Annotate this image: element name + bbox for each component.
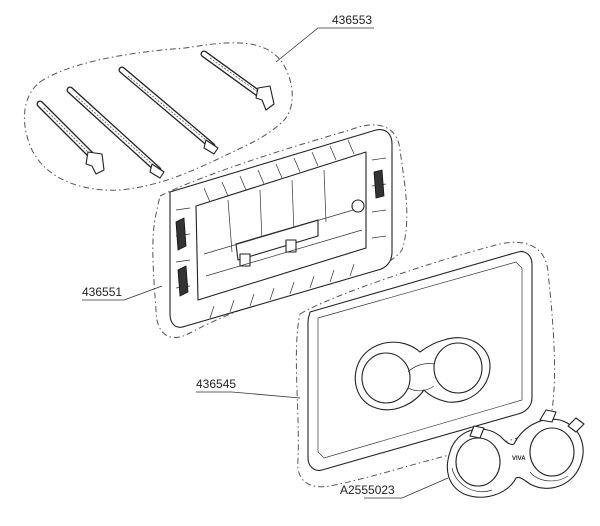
ring-group: VIVA A2555023 xyxy=(340,409,585,499)
ring-left-opening xyxy=(455,437,501,487)
frame-leader-line xyxy=(82,285,163,301)
threaded-rod-3 xyxy=(118,66,219,155)
threaded-rod-4 xyxy=(200,50,275,111)
mounting-frame-opening xyxy=(195,151,367,301)
large-flush-button xyxy=(433,342,483,394)
frame-inner-ribs xyxy=(203,169,363,277)
ring-right-opening xyxy=(529,427,575,477)
dual-flush-buttons xyxy=(354,337,491,411)
plate-group: 436545 xyxy=(196,241,556,488)
ring-leader-line xyxy=(364,477,449,499)
rods-part-number: 436553 xyxy=(332,13,372,27)
threaded-rod-1 xyxy=(36,100,105,175)
frame-group: 436551 xyxy=(82,124,408,339)
plate-part-number: 436545 xyxy=(196,377,236,391)
plate-leader-line xyxy=(196,391,301,399)
ring-part-number: A2555023 xyxy=(340,483,395,497)
flush-plate-bevel xyxy=(317,261,523,459)
small-flush-button xyxy=(361,352,411,404)
rods-dashed-outline xyxy=(23,42,293,191)
frame-side-latches xyxy=(175,169,385,297)
rods-leader-line xyxy=(275,27,374,63)
ring-logo: VIVA xyxy=(512,456,526,462)
threaded-rod-2 xyxy=(66,86,165,179)
rods-group: 436553 xyxy=(23,13,374,191)
frame-part-number: 436551 xyxy=(82,285,122,299)
